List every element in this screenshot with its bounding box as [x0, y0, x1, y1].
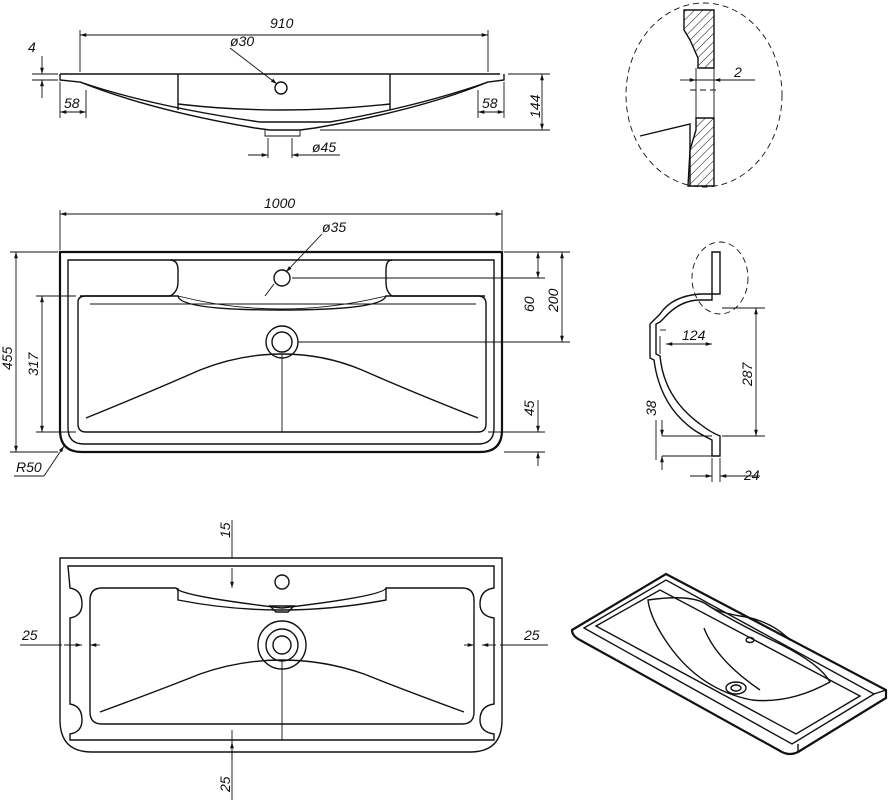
dim-depth: 455: [0, 346, 15, 370]
dim-top-width: 1000: [264, 195, 295, 211]
dim-base: 38: [643, 400, 659, 416]
dim-front-offset: 45: [521, 400, 537, 416]
dim-rim-right: 58: [482, 95, 498, 111]
dim-rim: 24: [743, 467, 760, 483]
dim-rim-thickness: 4: [28, 39, 36, 55]
dim-wall: 2: [733, 64, 742, 80]
dim-bowl-height: 287: [739, 361, 755, 387]
dim-underside-right: 25: [523, 627, 540, 643]
wall-detail-view: [625, 2, 783, 188]
top-view: [10, 210, 570, 477]
isometric-view: [570, 572, 888, 756]
dim-underside-front: 25: [217, 776, 233, 793]
dim-bowl: 317: [25, 351, 41, 376]
dim-rim-left: 58: [64, 95, 80, 111]
dim-tap-hole-top: ø35: [322, 219, 346, 235]
underside-view: [20, 520, 548, 800]
section-view: [649, 241, 765, 482]
dim-drain-offset: 124: [682, 327, 706, 343]
side-profile-view: [32, 30, 550, 158]
dim-corner-radius: R50: [16, 459, 42, 475]
dim-overall-width: 910: [270, 15, 294, 31]
dim-tap-hole-side: ø30: [230, 33, 254, 49]
dim-underside-back: 15: [217, 522, 233, 538]
dim-height: 144: [527, 94, 543, 118]
dim-underside-left: 25: [21, 627, 38, 643]
dim-tap-offset: 60: [521, 296, 537, 312]
dim-back-depth: 200: [545, 288, 561, 313]
dim-drain-side: ø45: [312, 139, 336, 155]
